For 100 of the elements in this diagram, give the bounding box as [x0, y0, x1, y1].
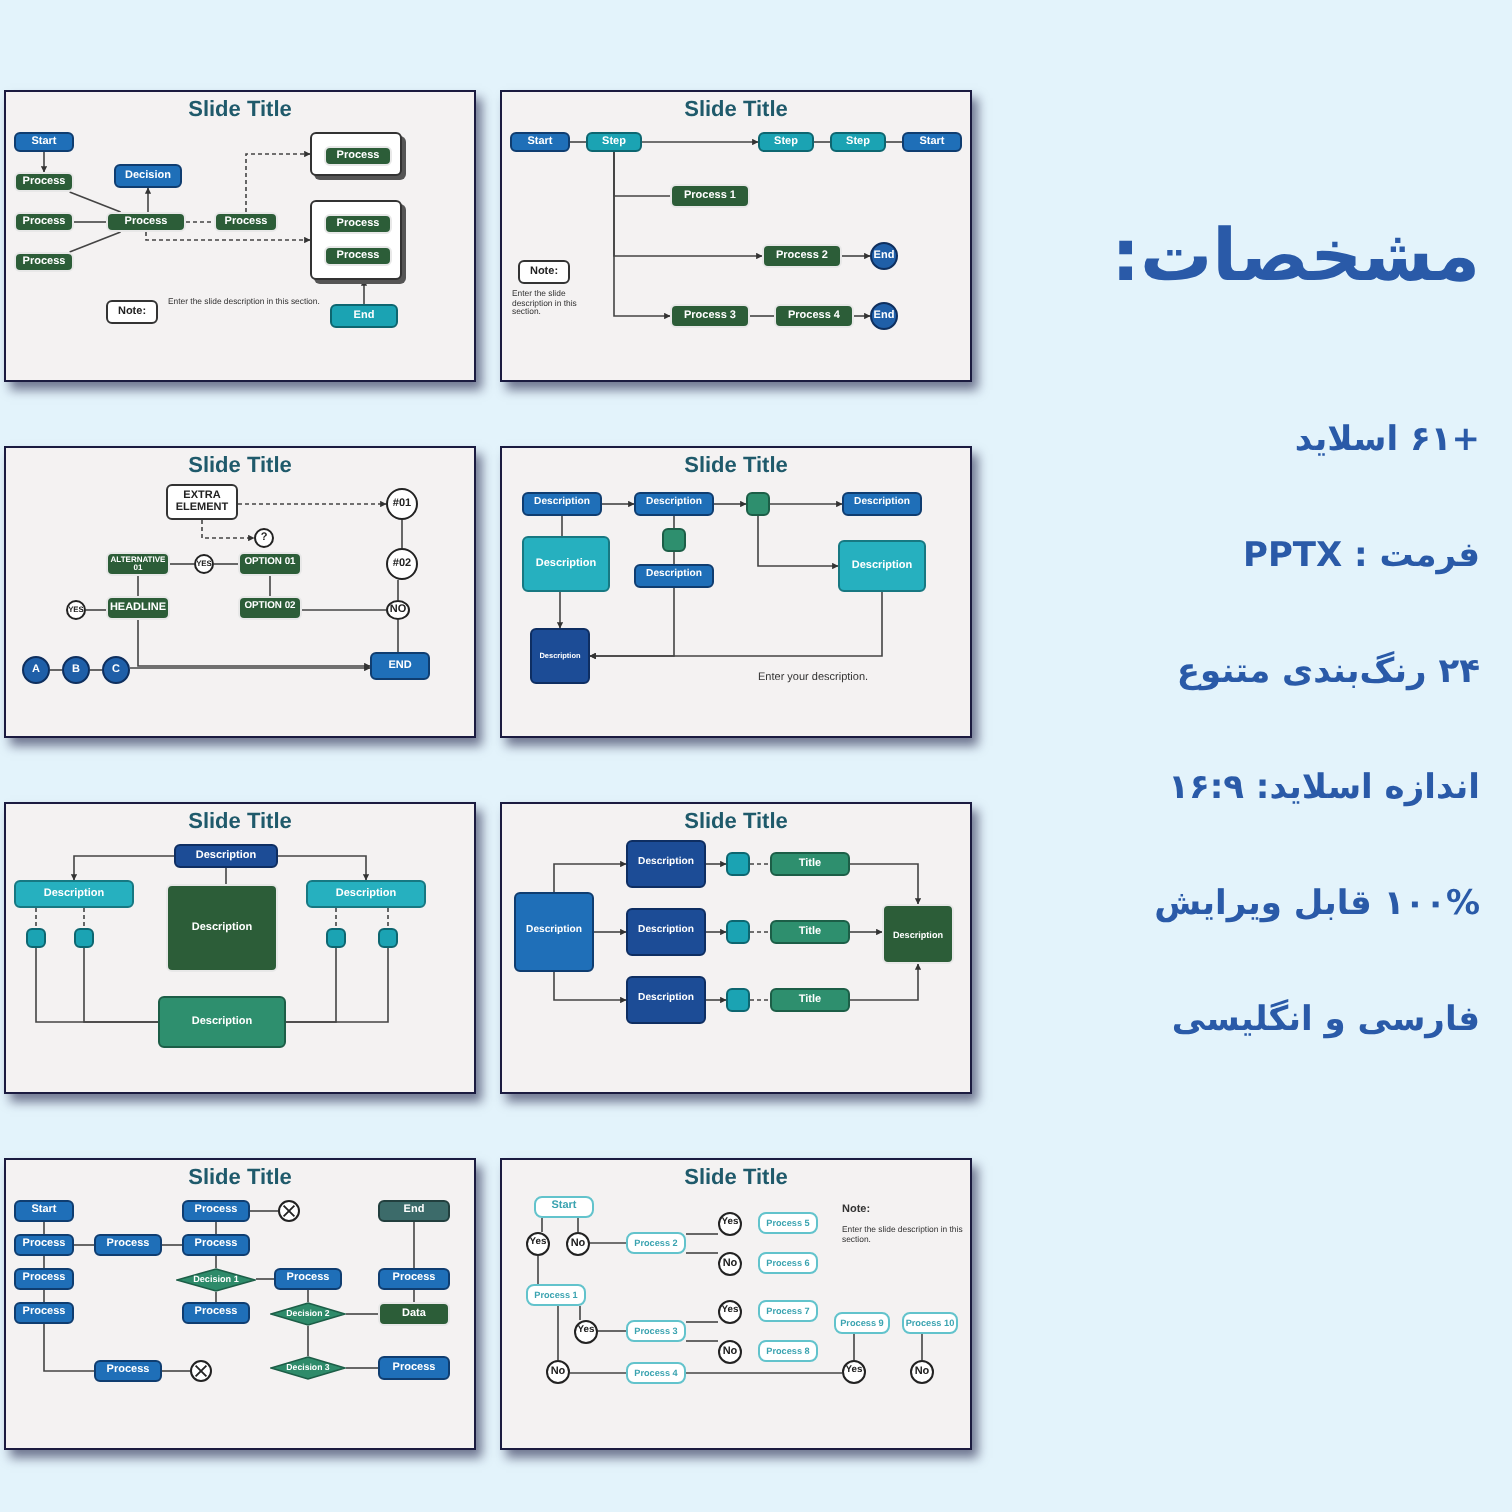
arrow — [849, 863, 922, 905]
connector-line — [285, 947, 389, 1023]
connector-line — [685, 1340, 719, 1342]
arrow — [137, 619, 371, 670]
connector-line — [89, 669, 103, 671]
connector-line — [557, 1305, 559, 1361]
connector-line — [397, 619, 399, 653]
feature-item: ۲۴ رنگ‌بندی متنوع — [1176, 652, 1480, 692]
arrow — [129, 664, 371, 672]
slide-title: Slide Title — [186, 454, 294, 478]
arrow — [201, 519, 255, 542]
connector-line — [537, 1255, 539, 1285]
connector-line — [73, 1244, 95, 1246]
connector-line — [85, 609, 107, 611]
cross-circle-icon — [278, 1200, 300, 1222]
connector-line — [215, 1291, 217, 1303]
arrow — [705, 860, 727, 868]
connector-line — [43, 1255, 45, 1269]
connector-line — [269, 575, 271, 597]
slide-thumbnail — [4, 1158, 476, 1450]
feature-item: فرمت : PPTX — [1243, 536, 1480, 576]
connector-line — [813, 141, 831, 143]
arrow — [70, 855, 175, 881]
arrow — [589, 591, 883, 660]
connector-line — [749, 999, 771, 1001]
connector-line — [255, 1278, 275, 1280]
connector-line — [597, 1330, 627, 1332]
connector-line — [161, 1370, 191, 1372]
connector-line — [225, 867, 227, 885]
connector-line — [345, 1367, 379, 1369]
connector-line — [83, 947, 159, 1023]
connector-line — [685, 1372, 843, 1374]
connector-line — [921, 1333, 923, 1361]
connector-line — [885, 141, 903, 143]
arrow — [556, 591, 564, 629]
connector-line — [853, 1333, 855, 1361]
arrow — [849, 963, 922, 1001]
connector-line — [413, 1221, 415, 1269]
connector-line — [749, 931, 771, 933]
connector-line — [749, 315, 775, 317]
arrow — [841, 252, 871, 260]
icon-tile — [746, 492, 770, 516]
connector-line — [685, 1233, 719, 1235]
connector-line — [569, 141, 587, 143]
cross-circle-icon — [190, 1360, 212, 1382]
connector-line — [345, 1313, 379, 1315]
connector-line — [541, 1217, 543, 1233]
arrow — [849, 928, 883, 936]
arrow — [553, 971, 627, 1004]
icon-tile — [26, 928, 46, 948]
connector-line — [401, 519, 403, 549]
feature-item: فارسی و انگلیسی — [1171, 1000, 1480, 1040]
connector-line — [49, 669, 63, 671]
connector-line — [43, 1221, 45, 1235]
slide-thumbnail — [500, 1158, 972, 1450]
slide-title: Slide Title — [186, 1166, 294, 1190]
icon-tile — [74, 928, 94, 948]
connector-line — [579, 1305, 581, 1321]
arrow — [277, 855, 370, 881]
arrow — [360, 279, 368, 305]
connector-line — [307, 1325, 309, 1357]
icon-tile — [726, 988, 750, 1012]
icon-tile — [662, 528, 686, 552]
slide-thumbnail — [4, 802, 476, 1094]
connector-line — [749, 863, 771, 865]
slide-title: Slide Title — [682, 1166, 790, 1190]
connector-line — [185, 221, 215, 223]
connector-line — [307, 1289, 309, 1303]
frame-box — [310, 132, 402, 176]
slide-thumbnail — [4, 446, 476, 738]
connector-line — [335, 907, 337, 929]
connector-line — [673, 551, 675, 565]
arrow — [145, 231, 311, 244]
connector-line — [68, 191, 122, 213]
connector-line — [685, 1252, 719, 1254]
slide-title: Slide Title — [682, 454, 790, 478]
arrow — [613, 151, 671, 320]
arrow — [705, 996, 727, 1004]
arrow — [757, 515, 839, 570]
arrow — [237, 500, 387, 508]
connector-line — [561, 515, 563, 537]
connector-line — [249, 1210, 279, 1212]
slide-thumbnail — [500, 446, 972, 738]
connector-line — [43, 1289, 45, 1303]
arrow — [601, 500, 635, 508]
connector-line — [673, 515, 675, 529]
connector-line — [569, 1372, 627, 1374]
connector-line — [387, 907, 389, 929]
connector-line — [215, 1221, 217, 1235]
connector-line — [169, 563, 195, 565]
slide-title: Slide Title — [186, 98, 294, 122]
page-title: مشخصات: — [1111, 216, 1480, 298]
arrow — [769, 500, 843, 508]
connector-line — [43, 1323, 95, 1372]
connector-line — [397, 579, 399, 601]
connector-line — [35, 907, 37, 929]
arrow — [40, 151, 48, 173]
arrow — [641, 138, 759, 146]
connector-line — [213, 563, 239, 565]
feature-item: اندازه اسلاید: ۱۶:۹ — [1168, 768, 1480, 808]
